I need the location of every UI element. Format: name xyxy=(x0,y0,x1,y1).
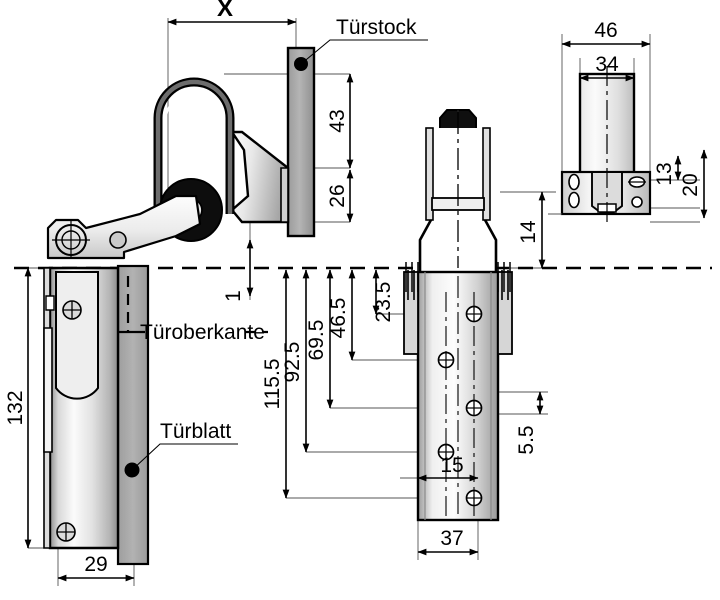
dim-text-34: 34 xyxy=(595,53,619,76)
label-tuerblatt: Türblatt xyxy=(160,420,231,443)
dim-text-15: 15 xyxy=(440,454,463,477)
tuerstock-leader-line xyxy=(300,39,428,65)
tuerstock-frame xyxy=(286,46,316,238)
dim-text-92-5: 92.5 xyxy=(281,342,304,383)
dim-text-26: 26 xyxy=(326,184,349,207)
hook-guide-rail xyxy=(153,77,235,228)
dim-text-14: 14 xyxy=(517,220,540,244)
tueroberkante-leader xyxy=(118,276,268,334)
dim-text-43: 43 xyxy=(326,109,349,132)
tuerblatt-leader-line xyxy=(131,443,238,471)
lever-arm xyxy=(46,194,202,260)
dim-text-23-5: 23.5 xyxy=(372,282,395,323)
dim-text-x: X xyxy=(217,0,233,22)
dim-text-1: 1 xyxy=(222,290,245,302)
mounting-plate-top-view xyxy=(548,66,652,222)
dim-text-13: 13 xyxy=(653,162,676,185)
tuerblatt-door-leaf xyxy=(116,264,150,566)
tuerstock-leader-dot xyxy=(294,57,308,71)
dim-text-37: 37 xyxy=(440,527,463,550)
dim-text-69-5: 69.5 xyxy=(305,320,328,361)
wedge-bracket xyxy=(229,130,290,224)
dim-text-29: 29 xyxy=(84,553,107,576)
closer-body-side xyxy=(43,266,120,550)
label-tueroberkante: Türoberkante xyxy=(140,321,265,344)
label-tuerstock: Türstock xyxy=(336,16,417,39)
dim-text-46: 46 xyxy=(594,19,617,42)
dim-text-20: 20 xyxy=(679,173,702,196)
screw-top xyxy=(62,300,82,320)
dim-text-5-5: 5.5 xyxy=(515,425,538,454)
screw-bottom xyxy=(56,522,76,542)
dim-text-115-5: 115.5 xyxy=(261,359,284,410)
dim-text-132: 132 xyxy=(4,390,27,425)
dim-text-46-5: 46.5 xyxy=(327,298,350,339)
